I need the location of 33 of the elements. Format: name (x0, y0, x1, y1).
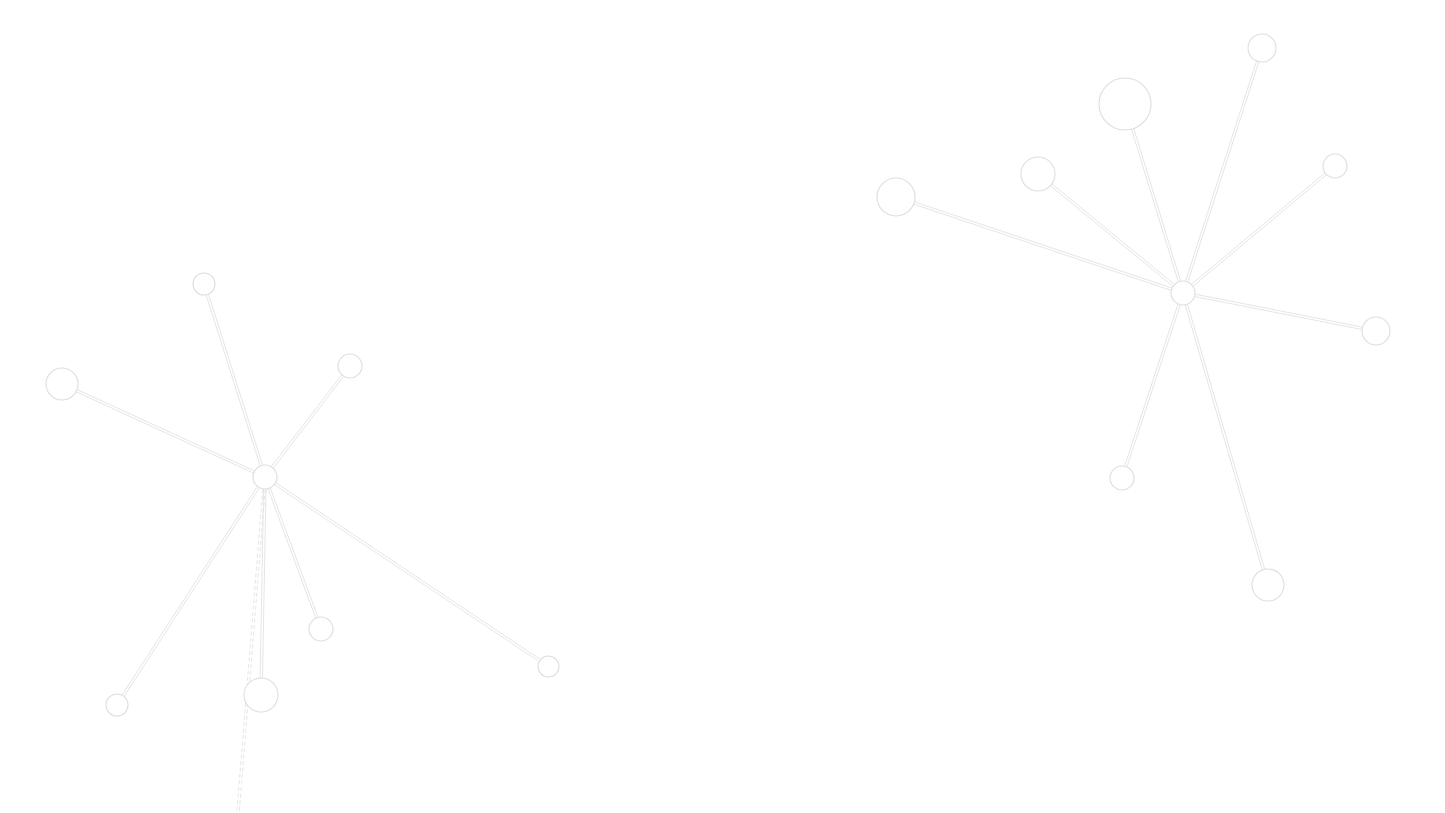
node-circle (192, 272, 216, 296)
connector-line (75, 389, 256, 474)
connector-line (1131, 128, 1182, 283)
connector-line (1049, 183, 1175, 287)
connector-line (205, 293, 263, 467)
connector-line (259, 488, 267, 679)
connector-line (270, 374, 345, 469)
connector-line (267, 487, 319, 619)
connector-line (1184, 303, 1266, 571)
dashed-connector-line (236, 488, 266, 813)
hub-circle (252, 464, 278, 490)
node-circle (337, 353, 363, 379)
node-circle (1361, 316, 1391, 346)
node-circle (45, 367, 79, 401)
node-circle (536, 654, 560, 678)
node-circle (308, 616, 334, 642)
node-circle (105, 693, 129, 717)
hub-circle (1170, 280, 1196, 306)
connector-line (913, 201, 1173, 291)
node-circle (1251, 568, 1285, 602)
connector-line (1185, 60, 1260, 283)
connector-line (1194, 293, 1363, 330)
node-circle (876, 177, 916, 217)
node-circle (1109, 465, 1135, 491)
connector-line (1191, 172, 1327, 287)
node-circle (1322, 153, 1348, 179)
node-circle (1098, 77, 1152, 131)
connector-line (121, 485, 260, 697)
connector-line (273, 482, 541, 662)
node-circle (1020, 156, 1056, 192)
node-circle (1247, 33, 1277, 63)
connector-line (1124, 303, 1181, 468)
node-circle (243, 677, 279, 713)
